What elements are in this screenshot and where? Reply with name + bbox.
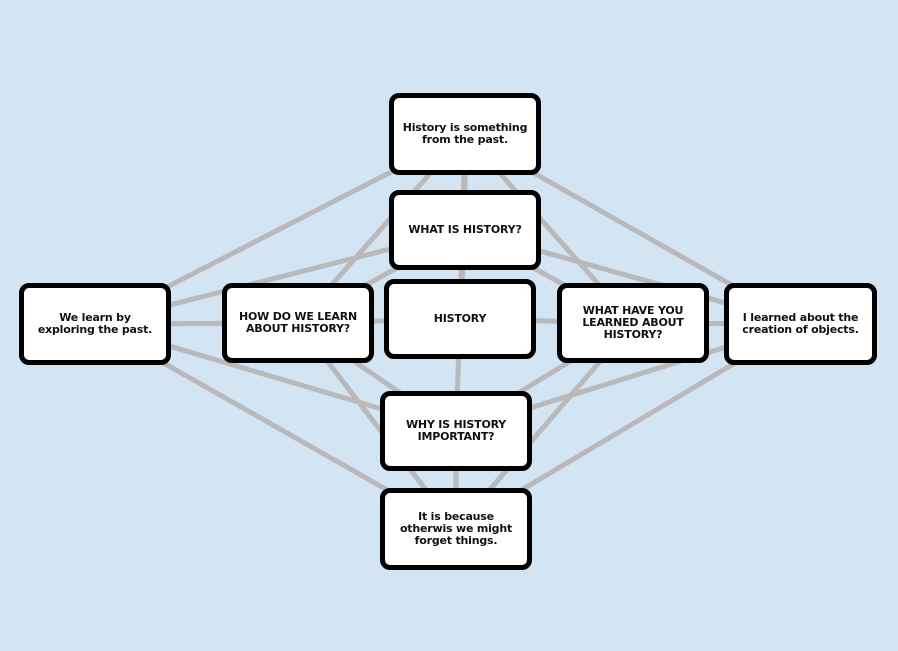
node-how-do-we-learn: HOW DO WE LEARN ABOUT HISTORY? <box>222 283 374 363</box>
node-what-have-you-learned: WHAT HAVE YOU LEARNED ABOUT HISTORY? <box>557 283 709 363</box>
node-label: We learn by exploring the past. <box>37 311 153 336</box>
node-label: I learned about the creation of objects. <box>742 311 859 336</box>
node-why-history-important: WHY IS HISTORY IMPORTANT? <box>380 391 532 471</box>
node-label: It is because otherwis we might forget t… <box>399 510 513 547</box>
node-label: HISTORY <box>433 312 487 325</box>
node-history-definition: History is something from the past. <box>389 93 541 175</box>
node-history-center: HISTORY <box>384 279 536 359</box>
node-label: History is something from the past. <box>402 121 528 146</box>
node-learn-by-exploring: We learn by exploring the past. <box>19 283 171 365</box>
node-label: WHY IS HISTORY IMPORTANT? <box>405 418 507 443</box>
node-forget-things: It is because otherwis we might forget t… <box>380 488 532 570</box>
node-label: WHAT HAVE YOU LEARNED ABOUT HISTORY? <box>582 304 684 341</box>
node-learned-creation: I learned about the creation of objects. <box>724 283 877 365</box>
node-label: WHAT IS HISTORY? <box>408 223 522 236</box>
node-what-is-history: WHAT IS HISTORY? <box>389 190 541 270</box>
node-label: HOW DO WE LEARN ABOUT HISTORY? <box>238 310 358 335</box>
